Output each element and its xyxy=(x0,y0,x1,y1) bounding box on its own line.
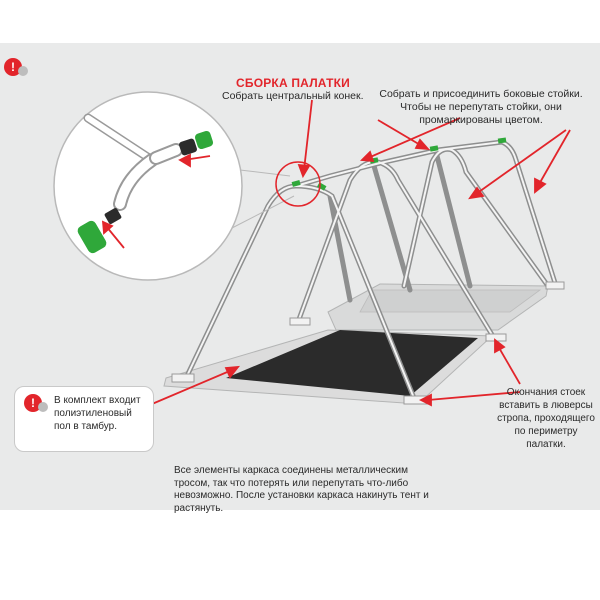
pole-base-plates xyxy=(171,281,565,405)
diagram-subtitle: Собрать центральный конек. xyxy=(222,90,364,102)
callout-warning-icon: ! xyxy=(24,394,42,412)
floor-callout-text: В комплект входит полиэтиленовый пол в т… xyxy=(54,395,141,432)
floor-callout-box xyxy=(14,386,154,452)
diagram-title: СБОРКА ПАЛАТКИ xyxy=(236,76,350,90)
zoomed-connector xyxy=(77,113,214,254)
tambour-floor xyxy=(226,330,478,396)
callout-warning-dot xyxy=(38,402,48,412)
side-poles-note: Собрать и присоединить боковые стойки. Ч… xyxy=(379,88,583,126)
zoom-focus-circle xyxy=(275,161,321,207)
warning-icon: ! xyxy=(4,58,22,76)
pole-ends-note: Окончания стоек вставить в люверсы строп… xyxy=(497,387,595,450)
warning-badge-dot xyxy=(18,66,28,76)
frame-cable-note: Все элементы каркаса соединены металличе… xyxy=(174,465,429,514)
red-arrows xyxy=(101,99,571,407)
zoom-circle xyxy=(53,91,243,281)
